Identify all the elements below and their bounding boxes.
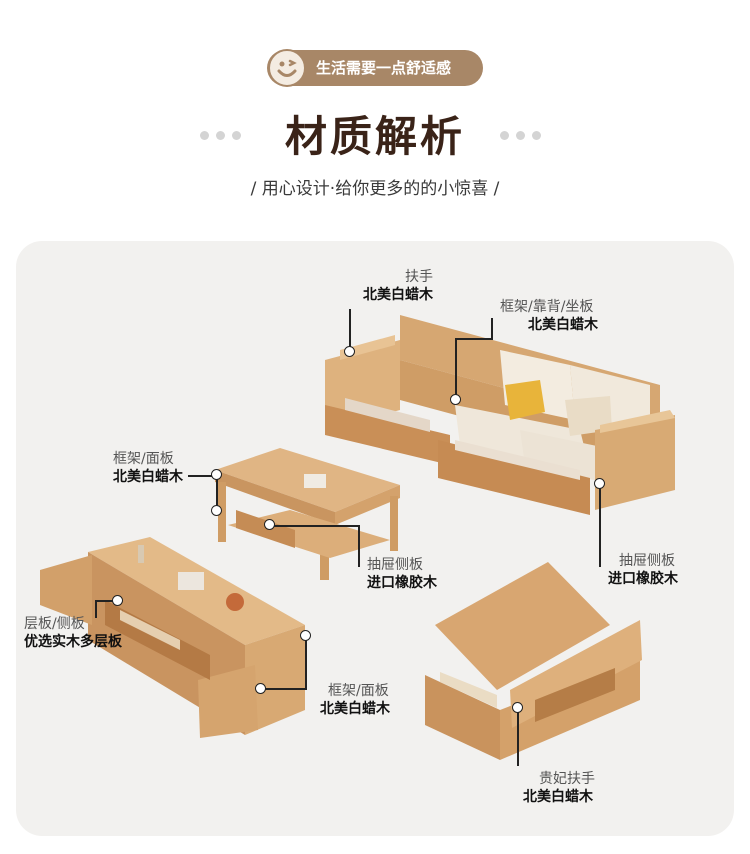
sofa-frame-line-h [456,338,493,340]
tv-shelf-dot [112,595,123,606]
tv-cabinet-image [40,537,305,738]
sofa-frame-material: 北美白蜡木 [528,317,598,333]
sofa-drawer-dot [594,478,605,489]
table-frame-dot-bottom [211,505,222,516]
table-frame-label: 框架/面板 北美白蜡木 [113,450,183,486]
tv-shelf-part: 层板/侧板 [24,616,85,632]
sofa-drawer-part: 抽屉侧板 [619,553,675,569]
storage-ottoman-image [425,562,642,760]
slogan-text: 生活需要一点舒适感 [316,59,452,77]
tv-shelf-line-v [95,600,97,618]
sofa-drawer-material: 进口橡胶木 [608,571,678,587]
sofa-drawer-line [599,483,601,567]
sofa-drawer-label: 抽屉侧板 进口橡胶木 [608,552,678,588]
tv-shelf-label: 层板/侧板 优选实木多层板 [24,615,122,651]
tv-frame-line-v [305,635,307,690]
sofa-frame-part: 框架/靠背/坐板 [500,299,594,315]
table-drawer-line-h [270,525,360,527]
smile-logo-icon [268,49,306,87]
left-dots [200,125,248,140]
armrest-line [349,309,351,352]
table-drawer-dot [264,519,275,530]
stool-armrest-label: 贵妃扶手 北美白蜡木 [523,770,595,806]
page-title: 材质解析 [284,112,465,161]
tv-frame-dot-left [255,683,266,694]
tv-frame-line-h [260,688,307,690]
stool-armrest-dot [512,702,523,713]
table-frame-line-h [188,475,218,477]
table-drawer-line-v [358,525,360,567]
tv-shelf-line-h [95,600,115,602]
sofa-frame-line-v1 [491,318,493,340]
sofa-frame-label: 框架/靠背/坐板 北美白蜡木 [500,298,598,334]
armrest-material: 北美白蜡木 [363,287,433,303]
sofa-image [325,315,675,515]
tv-frame-part: 框架/面板 [328,683,389,699]
tv-frame-label: 框架/面板 北美白蜡木 [320,682,390,718]
armrest-dot [344,346,355,357]
table-frame-material: 北美白蜡木 [113,469,183,485]
armrest-label: 扶手 北美白蜡木 [355,268,433,304]
table-frame-line-v [216,475,218,513]
page-subtitle: / 用心设计·给你更多的的小惊喜 / [250,179,500,199]
tv-frame-dot-top [300,630,311,641]
table-drawer-label: 抽屉侧板 进口橡胶木 [367,556,437,592]
table-frame-dot-top [211,469,222,480]
table-drawer-material: 进口橡胶木 [367,575,437,591]
stool-armrest-material: 北美白蜡木 [523,789,593,805]
stool-armrest-line [517,708,519,766]
stool-armrest-part: 贵妃扶手 [539,771,595,787]
sofa-frame-dot [450,394,461,405]
right-dots [500,125,548,140]
tv-frame-material: 北美白蜡木 [320,701,390,717]
sofa-frame-line-v2 [455,338,457,398]
table-frame-part: 框架/面板 [113,451,174,467]
armrest-part: 扶手 [405,269,433,285]
table-drawer-part: 抽屉侧板 [367,557,423,573]
tv-shelf-material: 优选实木多层板 [24,634,122,650]
